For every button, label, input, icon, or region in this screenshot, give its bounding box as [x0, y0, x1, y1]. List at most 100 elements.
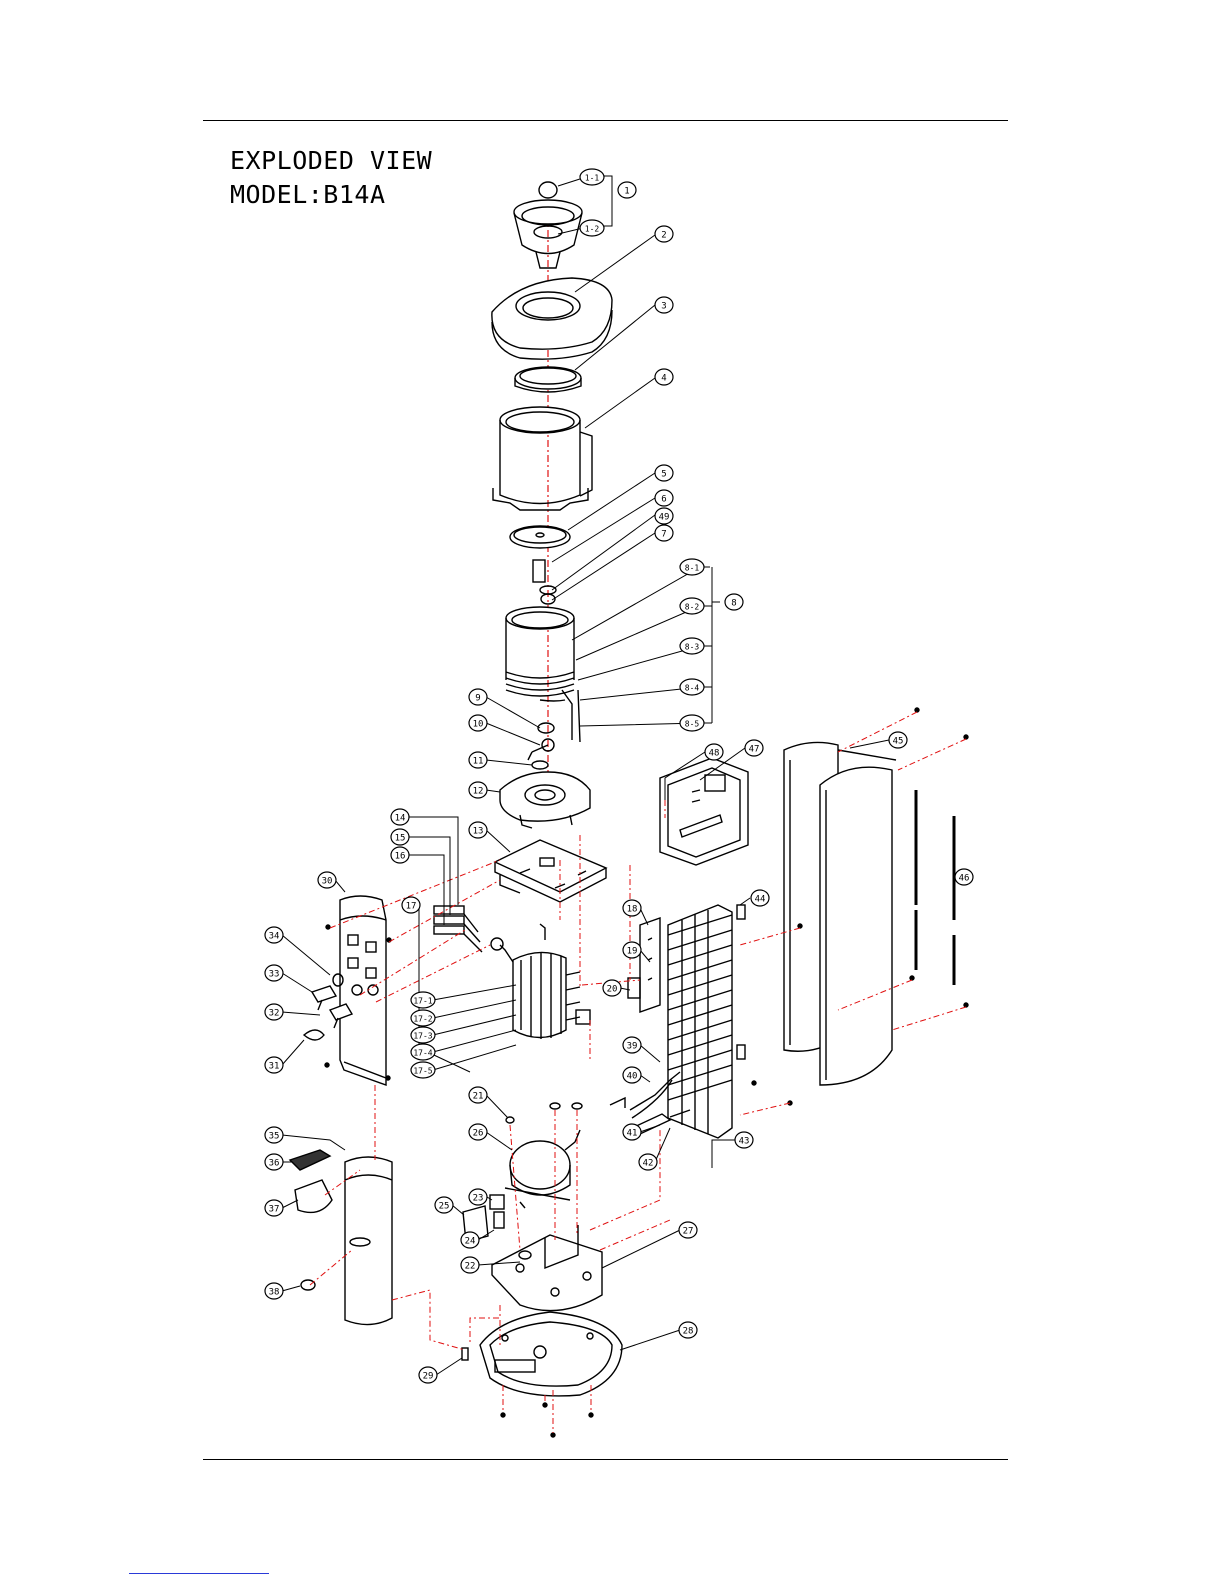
- callout-1: 1: [618, 182, 636, 198]
- callout-label: 22: [465, 1262, 476, 1272]
- callout-label: 6: [661, 495, 666, 505]
- callout-27: 27: [679, 1222, 697, 1238]
- callout-24: 24: [461, 1232, 479, 1248]
- callout-label: 8-5: [685, 720, 700, 729]
- part-baffle-plate: [510, 526, 570, 548]
- part-rods-46: [916, 790, 954, 985]
- callout-label: 37: [269, 1205, 280, 1215]
- callout-label: 38: [269, 1288, 280, 1298]
- callout-17-4: 17-4: [411, 1044, 435, 1060]
- callout-23: 23: [469, 1189, 487, 1205]
- callout-label: 29: [423, 1372, 434, 1382]
- callout-8-3: 8-3: [680, 638, 704, 654]
- callout-label: 12: [473, 787, 484, 797]
- callout-15: 15: [391, 829, 409, 845]
- callout-label: 42: [643, 1159, 654, 1169]
- callout-label: 36: [269, 1159, 280, 1169]
- callout-label: 30: [322, 877, 333, 887]
- callout-26: 26: [469, 1124, 487, 1140]
- callout-label: 9: [475, 694, 480, 704]
- part-bracket-18-20: [628, 918, 660, 1012]
- callout-32: 32: [265, 1004, 283, 1020]
- callout-label: 1: [624, 187, 629, 197]
- callout-17-3: 17-3: [411, 1027, 435, 1043]
- part-hot-tank: [506, 607, 580, 742]
- callout-label: 39: [627, 1042, 638, 1052]
- callout-3: 3: [655, 297, 673, 313]
- callout-label: 17: [406, 902, 417, 912]
- footer-link-underline[interactable]: [129, 1573, 269, 1574]
- part-back-panel-45: [784, 742, 896, 1085]
- callout-47: 47: [745, 740, 763, 756]
- callout-22: 22: [461, 1257, 479, 1273]
- part-washer-b: [572, 1103, 582, 1109]
- callout-28: 28: [679, 1322, 697, 1338]
- callout-49: 49: [655, 508, 673, 524]
- callout-20: 20: [603, 980, 621, 996]
- callout-14: 14: [391, 809, 409, 825]
- callout-label: 28: [683, 1327, 694, 1337]
- callout-37: 37: [265, 1200, 283, 1216]
- callout-label: 4: [661, 374, 666, 384]
- callout-label: 14: [395, 814, 406, 824]
- callout-36: 36: [265, 1154, 283, 1170]
- callout-42: 42: [639, 1154, 657, 1170]
- callout-label: 15: [395, 834, 406, 844]
- part-condenser-43: [668, 905, 745, 1138]
- callout-13: 13: [469, 822, 487, 838]
- callout-label: 19: [627, 947, 638, 957]
- callout-label: 8-1: [685, 564, 700, 573]
- callout-label: 17-2: [413, 1015, 432, 1024]
- callout-25: 25: [435, 1197, 453, 1213]
- callout-label: 45: [893, 737, 904, 747]
- callout-label: 31: [269, 1062, 280, 1072]
- callout-label: 8-2: [685, 603, 700, 612]
- part-ring-11: [532, 761, 548, 769]
- callout-label: 40: [627, 1072, 638, 1082]
- callout-label: 24: [465, 1237, 476, 1247]
- callout-label: 33: [269, 970, 280, 980]
- callout-label: 8: [731, 599, 736, 609]
- callout-17: 17: [402, 897, 420, 913]
- part-ring-9: [538, 723, 554, 733]
- callout-label: 8-4: [685, 684, 700, 693]
- callout-label: 48: [709, 749, 720, 759]
- callout-8-4: 8-4: [680, 679, 704, 695]
- callout-7: 7: [655, 525, 673, 541]
- part-front-upper-panel-30: [340, 896, 386, 1085]
- part-compressor-26: [505, 1130, 580, 1208]
- callout-8-5: 8-5: [680, 715, 704, 731]
- callout-12: 12: [469, 782, 487, 798]
- callout-label: 20: [607, 985, 618, 995]
- part-base-28: [480, 1312, 622, 1396]
- callout-29: 29: [419, 1367, 437, 1383]
- callout-18: 18: [623, 900, 641, 916]
- callout-label: 25: [439, 1202, 450, 1212]
- callout-45: 45: [889, 732, 907, 748]
- callout-label: 34: [269, 932, 280, 942]
- callout-4: 4: [655, 369, 673, 385]
- callout-6: 6: [655, 490, 673, 506]
- part-plate-13: [495, 840, 606, 902]
- callout-label: 21: [473, 1092, 484, 1102]
- callout-label: 7: [661, 530, 666, 540]
- callout-label: 5: [661, 470, 666, 480]
- callout-label: 18: [627, 905, 638, 915]
- callout-40: 40: [623, 1067, 641, 1083]
- callout-33: 33: [265, 965, 283, 981]
- callout-19: 19: [623, 942, 641, 958]
- callout-31: 31: [265, 1057, 283, 1073]
- callout-label: 1-2: [585, 225, 600, 234]
- part-pin-29: [462, 1348, 468, 1360]
- part-base-bracket-27: [492, 1225, 602, 1311]
- callout-label: 41: [627, 1129, 638, 1139]
- callout-1-2: 1-2: [580, 220, 604, 236]
- part-grommet-21: [506, 1117, 514, 1123]
- callout-label: 26: [473, 1129, 484, 1139]
- callout-label: 49: [659, 513, 670, 523]
- callout-17-1: 17-1: [411, 992, 435, 1008]
- callout-label: 8-3: [685, 643, 700, 652]
- callout-label: 23: [473, 1194, 484, 1204]
- part-lower-front-panel: [290, 1150, 392, 1325]
- callout-8-2: 8-2: [680, 598, 704, 614]
